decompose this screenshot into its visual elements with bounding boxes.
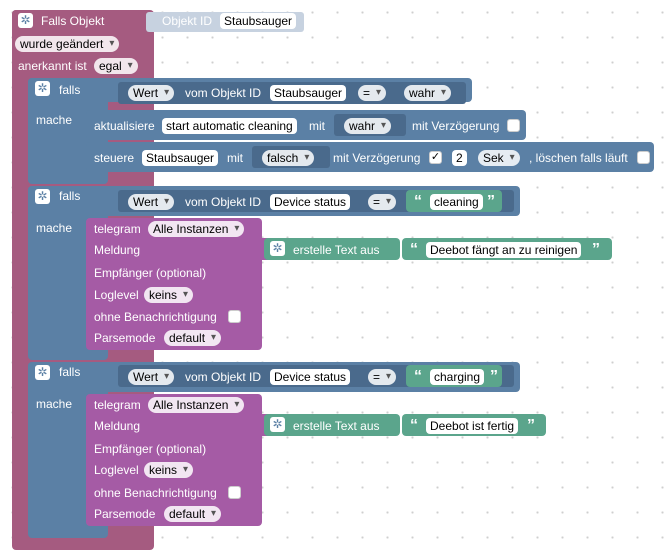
control-delay-checkbox[interactable]: ✓ xyxy=(429,151,442,164)
update-with-label: mit xyxy=(309,119,325,133)
create-text-label: erstelle Text aus xyxy=(293,243,380,257)
message-text-field[interactable]: Deebot ist fertig xyxy=(426,418,519,434)
create-text-block-1[interactable] xyxy=(264,238,400,260)
control-label: steuere xyxy=(94,151,135,165)
telegram-block-1[interactable] xyxy=(86,218,262,350)
control-target-field[interactable]: Staubsauger xyxy=(142,150,219,166)
if1-operator-dropdown[interactable]: = xyxy=(358,85,387,101)
loglevel-label: Loglevel xyxy=(94,463,139,477)
parsemode-label: Parsemode xyxy=(94,507,156,521)
control-with-label: mit xyxy=(227,151,243,165)
gear-icon[interactable]: ✲ xyxy=(270,241,285,256)
gear-icon[interactable]: ✲ xyxy=(35,81,50,96)
if1-falls-label: falls xyxy=(59,83,81,97)
recipient-label: Empfänger (optional) xyxy=(94,266,207,280)
update-target-field[interactable]: start automatic cleaning xyxy=(162,118,297,134)
ack-label: anerkannt ist xyxy=(18,59,87,73)
quote-close-icon: ” xyxy=(487,193,495,210)
quote-close-icon: ” xyxy=(490,368,498,385)
silent-label: ohne Benachrichtigung xyxy=(94,310,217,324)
trigger-title: Falls Objekt xyxy=(41,14,105,28)
if3-text-field[interactable]: charging xyxy=(430,369,485,385)
telegram-block-2[interactable] xyxy=(86,394,262,526)
if2-of-object-label: vom Objekt ID xyxy=(185,195,262,209)
update-delay-checkbox[interactable] xyxy=(507,119,520,132)
control-delay-unit-dropdown[interactable]: Sek xyxy=(478,150,520,166)
if1-object-field[interactable]: Staubsauger xyxy=(270,85,347,101)
parsemode-label: Parsemode xyxy=(94,331,156,345)
if1-mache-label: mache xyxy=(36,113,73,127)
quote-open-icon: “ xyxy=(410,417,418,434)
update-delay-label: mit Verzögerung xyxy=(412,119,500,133)
trigger-header-extension xyxy=(12,10,152,30)
if1-value-dropdown[interactable]: Wert xyxy=(128,85,175,101)
update-block[interactable] xyxy=(86,110,526,140)
message-text-field[interactable]: Deebot fängt an zu reinigen xyxy=(426,242,582,258)
if3-value-dropdown[interactable]: Wert xyxy=(128,369,175,385)
silent-label: ohne Benachrichtigung xyxy=(94,486,217,500)
control-value-dropdown[interactable]: falsch xyxy=(262,150,315,166)
gear-icon[interactable]: ✲ xyxy=(35,365,50,380)
loglevel-label: Loglevel xyxy=(94,288,139,302)
quote-open-icon: “ xyxy=(414,368,422,385)
if3-operator-dropdown[interactable]: = xyxy=(368,369,397,385)
control-delay-number[interactable]: 2 xyxy=(452,150,467,166)
parsemode-dropdown[interactable]: default xyxy=(164,506,222,522)
if3-mache-label: mache xyxy=(36,397,73,411)
telegram-instance-dropdown[interactable]: Alle Instanzen xyxy=(148,397,245,413)
if1-compare-dropdown[interactable]: wahr xyxy=(404,85,452,101)
if2-object-field[interactable]: Device status xyxy=(270,194,351,210)
quote-open-icon: “ xyxy=(410,241,418,258)
telegram-instance-dropdown[interactable]: Alle Instanzen xyxy=(148,221,245,237)
if3-falls-label: falls xyxy=(59,365,81,379)
message-label: Meldung xyxy=(94,419,141,433)
silent-checkbox[interactable] xyxy=(228,310,241,323)
quote-close-icon: ” xyxy=(527,417,535,434)
silent-checkbox[interactable] xyxy=(228,486,241,499)
if1-of-object-label: vom Objekt ID xyxy=(185,86,262,100)
if3-object-field[interactable]: Device status xyxy=(270,369,351,385)
if2-text-field[interactable]: cleaning xyxy=(430,194,483,210)
if2-falls-label: falls xyxy=(59,189,81,203)
quote-open-icon: “ xyxy=(414,193,422,210)
gear-icon[interactable]: ✲ xyxy=(18,13,33,28)
object-id-label: Objekt ID xyxy=(162,14,213,28)
create-text-label: erstelle Text aus xyxy=(293,419,380,433)
update-value-dropdown[interactable]: wahr xyxy=(344,118,392,134)
ack-dropdown[interactable]: egal xyxy=(94,58,138,74)
parsemode-dropdown[interactable]: default xyxy=(164,330,222,346)
control-clear-checkbox[interactable] xyxy=(637,151,650,164)
message-socket xyxy=(258,414,268,436)
message-label: Meldung xyxy=(94,243,141,257)
telegram-label: telegram xyxy=(94,222,141,236)
if3-of-object-label: vom Objekt ID xyxy=(185,370,262,384)
loglevel-dropdown[interactable]: keins xyxy=(144,287,194,303)
changed-dropdown[interactable]: wurde geändert xyxy=(15,36,120,52)
gear-icon[interactable]: ✲ xyxy=(270,417,285,432)
control-clear-label: , löschen falls läuft xyxy=(529,151,628,165)
gear-icon[interactable]: ✲ xyxy=(35,189,50,204)
recipient-label: Empfänger (optional) xyxy=(94,442,207,456)
loglevel-dropdown[interactable]: keins xyxy=(144,462,194,478)
telegram-label: telegram xyxy=(94,398,141,412)
if2-value-dropdown[interactable]: Wert xyxy=(128,194,175,210)
object-id-field[interactable]: Staubsauger xyxy=(220,13,297,29)
if2-mache-label: mache xyxy=(36,221,73,235)
quote-close-icon: ” xyxy=(592,241,600,258)
create-text-block-2[interactable] xyxy=(264,414,400,436)
message-socket xyxy=(258,238,268,260)
update-label: aktualisiere xyxy=(94,119,155,133)
control-delay-label: mit Verzögerung xyxy=(333,151,421,165)
if2-operator-dropdown[interactable]: = xyxy=(368,194,397,210)
